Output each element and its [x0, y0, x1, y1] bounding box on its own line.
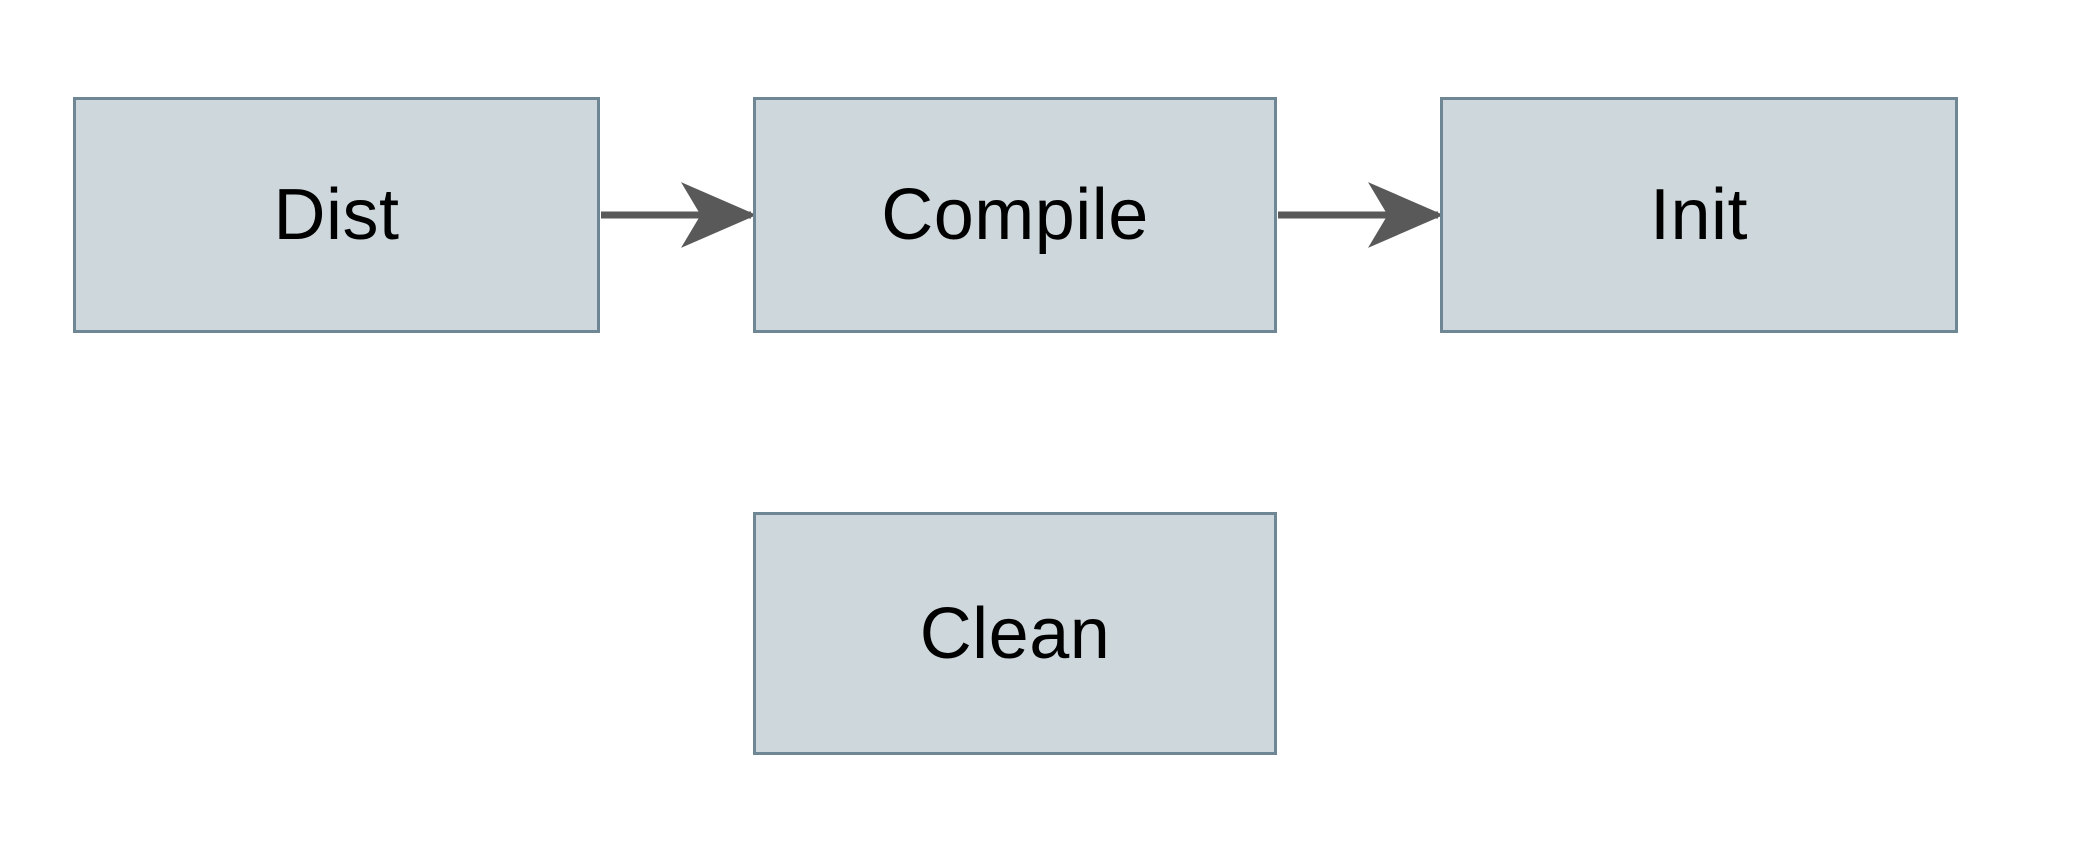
node-compile[interactable]: Compile — [753, 97, 1277, 333]
node-init[interactable]: Init — [1440, 97, 1958, 333]
node-clean[interactable]: Clean — [753, 512, 1277, 755]
node-compile-label: Compile — [881, 175, 1149, 255]
node-dist-label: Dist — [273, 175, 400, 255]
node-clean-label: Clean — [919, 593, 1111, 674]
node-dist[interactable]: Dist — [73, 97, 600, 333]
node-init-label: Init — [1649, 175, 1749, 255]
